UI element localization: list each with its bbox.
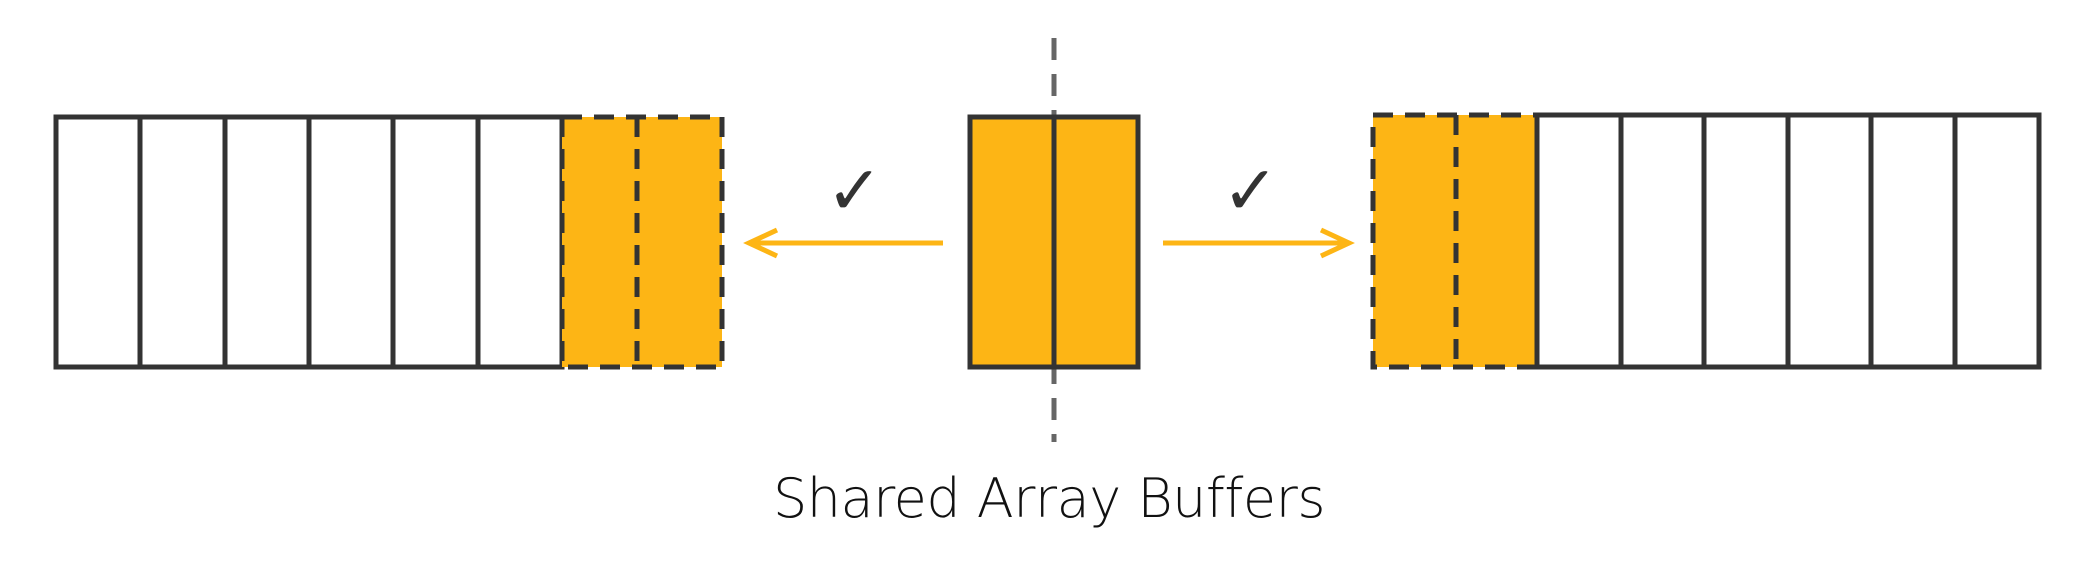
center-shared-buffer (967, 114, 1141, 370)
right-check-icon: ✓ (1222, 152, 1279, 231)
left-shared-region (559, 114, 725, 370)
left-array-buffer (53, 114, 725, 370)
right-arrow (1163, 227, 1355, 259)
right-array-buffer (1370, 112, 2042, 370)
diagram-caption: Shared Array Buffers (773, 467, 1326, 530)
left-arrow (743, 227, 943, 259)
left-check-icon: ✓ (826, 152, 883, 231)
